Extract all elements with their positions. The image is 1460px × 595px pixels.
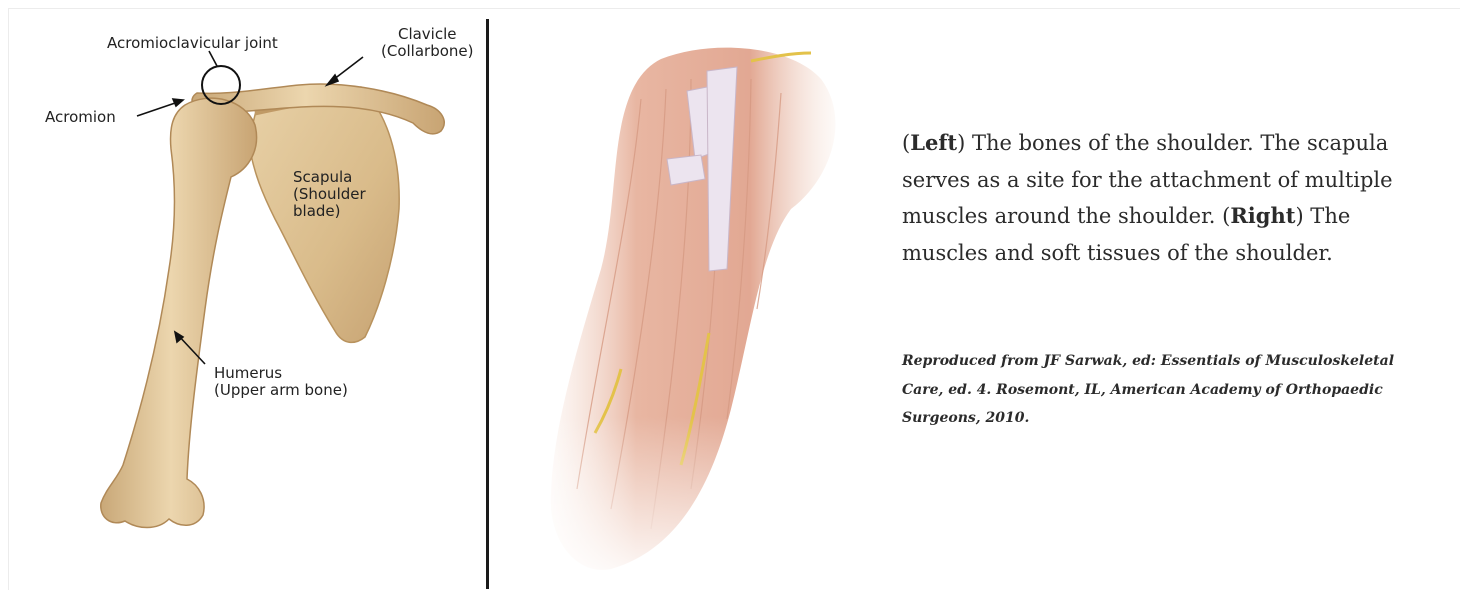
caption-left-tag: Left xyxy=(910,130,957,155)
shoulder-muscles-illustration xyxy=(491,9,891,591)
label-clavicle: Clavicle (Collarbone) xyxy=(381,26,473,60)
label-humerus-line1: Humerus xyxy=(214,365,348,382)
caption-right-tag: Right xyxy=(1230,203,1295,228)
label-clavicle-line2: (Collarbone) xyxy=(381,43,473,60)
label-acromioclavicular-joint: Acromioclavicular joint xyxy=(107,35,278,52)
panel-divider xyxy=(486,19,489,589)
caption-open-paren: ( xyxy=(902,131,910,155)
humerus-bone xyxy=(101,98,257,527)
bones-drawing xyxy=(9,9,487,591)
label-scapula-line2: (Shoulder xyxy=(293,186,366,203)
figure-frame: Acromioclavicular joint Clavicle (Collar… xyxy=(8,8,1460,590)
label-scapula: Scapula (Shoulder blade) xyxy=(293,169,366,220)
label-scapula-line1: Scapula xyxy=(293,169,366,186)
figure-credit: Reproduced from JF Sarwak, ed: Essential… xyxy=(902,347,1422,433)
shoulder-bones-illustration: Acromioclavicular joint Clavicle (Collar… xyxy=(9,9,487,591)
label-clavicle-line1: Clavicle xyxy=(381,26,473,43)
muscles-drawing xyxy=(491,9,891,591)
label-scapula-line3: blade) xyxy=(293,203,366,220)
figure-caption: (Left) The bones of the shoulder. The sc… xyxy=(902,125,1422,271)
label-humerus: Humerus (Upper arm bone) xyxy=(214,365,348,399)
label-acromion: Acromion xyxy=(45,109,116,126)
label-humerus-line2: (Upper arm bone) xyxy=(214,382,348,399)
